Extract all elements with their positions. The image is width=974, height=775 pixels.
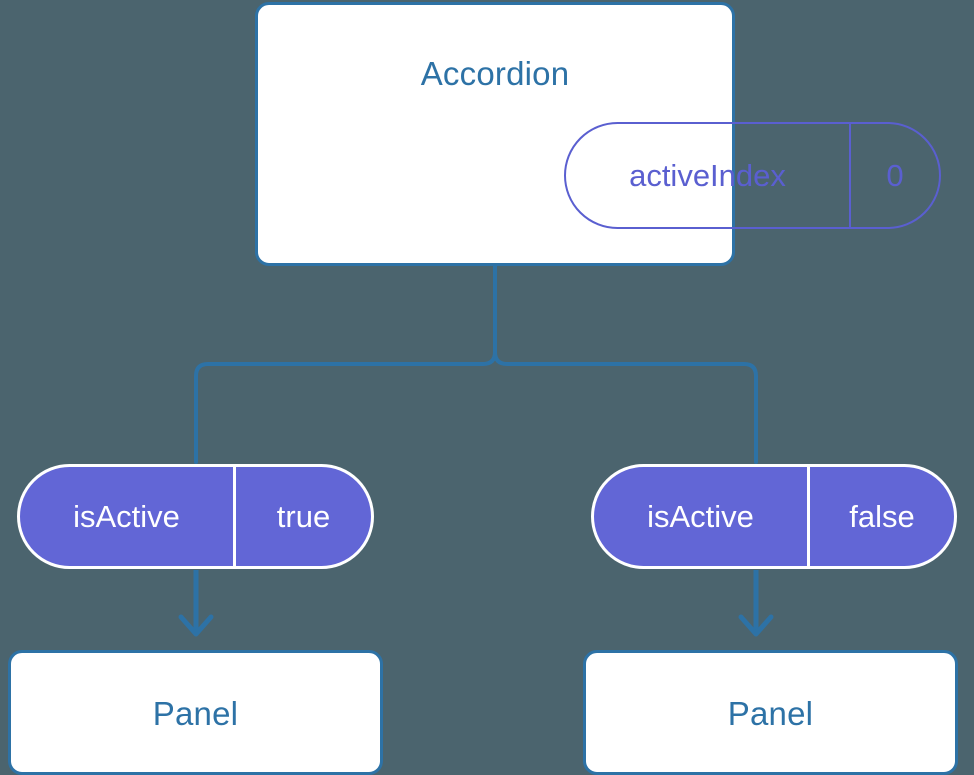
prop-pill-right-key: isActive [594, 467, 810, 566]
prop-pill-left-value: true [276, 498, 331, 534]
panel-node-right-label: Panel [727, 695, 814, 732]
panel-node-left-label: Panel [152, 695, 239, 732]
state-pill-key: activeIndex [566, 124, 851, 227]
arrow-left [178, 570, 214, 637]
arrow-left-head [178, 614, 214, 637]
panel-node-right[interactable]: Panel [583, 650, 958, 775]
prop-pill-left-key: isActive [20, 467, 236, 566]
arrow-right-head [738, 614, 774, 637]
accordion-node-label: Accordion [420, 55, 570, 92]
accordion-node[interactable]: Accordion activeIndex 0 [255, 2, 941, 266]
state-pill-value: 0 [886, 157, 904, 193]
panel-node-left[interactable]: Panel [8, 650, 383, 775]
state-pill-active-index[interactable]: activeIndex 0 [564, 122, 941, 229]
prop-pill-is-active-false[interactable]: isActive false [591, 464, 957, 569]
prop-pill-is-active-true[interactable]: isActive true [17, 464, 374, 569]
prop-pill-right-value: false [849, 498, 915, 534]
branch-connector-path [194, 264, 758, 464]
arrow-right [738, 570, 774, 637]
